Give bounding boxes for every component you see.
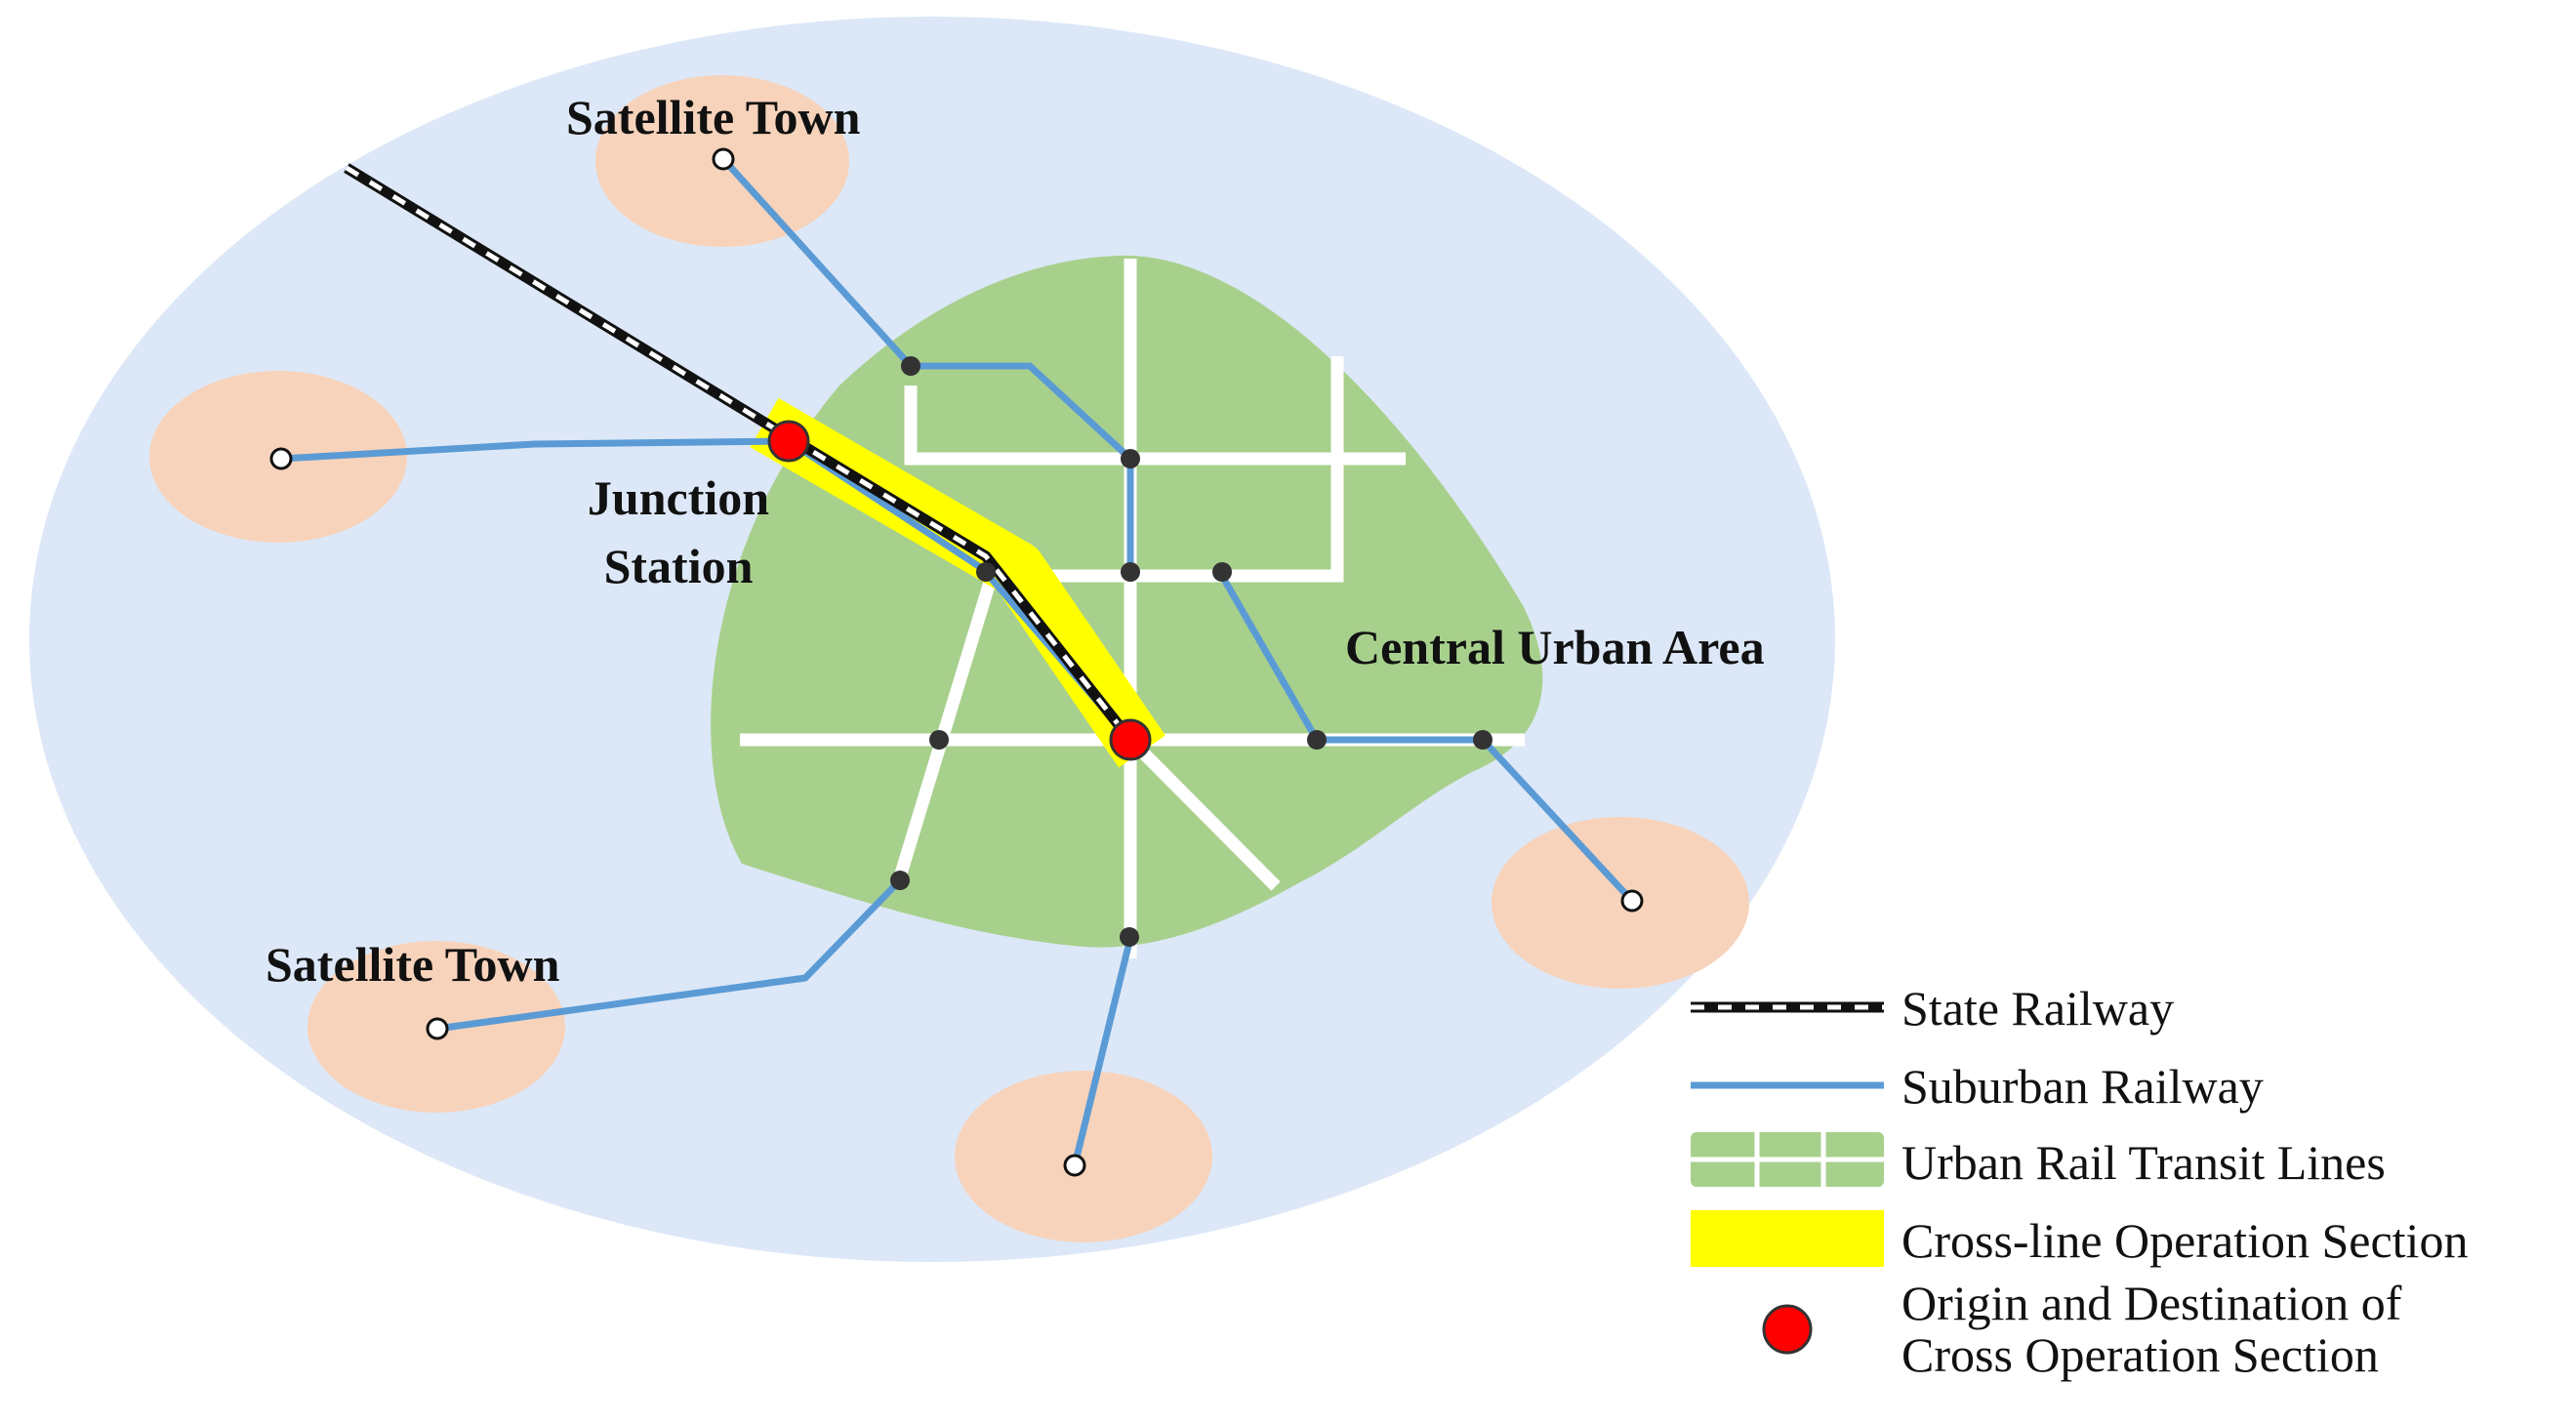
- transfer-node: [1307, 730, 1327, 750]
- transfer-node: [1121, 562, 1140, 582]
- transfer-node: [901, 356, 920, 376]
- terminal-stations: [269, 147, 1644, 1177]
- suburban-line-southwest: [433, 876, 904, 1033]
- satellite-zone-south: [955, 1071, 1212, 1242]
- transfer-node: [1212, 562, 1232, 582]
- central-station-od: [1109, 718, 1152, 761]
- label-junction: Junction: [588, 470, 769, 525]
- legend-od-label-line1: Origin and Destination of: [1901, 1276, 2402, 1330]
- transfer-nodes: [890, 356, 1492, 947]
- legend: State Railway Suburban Railway Urban Rai…: [1691, 981, 2468, 1382]
- label-central-urban-area: Central Urban Area: [1345, 620, 1765, 674]
- terminal-station: [1620, 889, 1644, 913]
- terminal-station: [426, 1017, 449, 1040]
- satellite-zone-southeast: [1492, 817, 1749, 989]
- terminal-station: [712, 147, 735, 171]
- legend-urban-rail-swatch: [1691, 1132, 1884, 1187]
- suburban-line-east: [1218, 572, 1636, 905]
- legend-cross-line-swatch: [1691, 1210, 1884, 1267]
- legend-cross-line-label: Cross-line Operation Section: [1901, 1213, 2468, 1268]
- transfer-node: [1120, 927, 1139, 947]
- transfer-node: [976, 562, 996, 582]
- junction-station-od: [767, 420, 810, 463]
- terminal-station: [1063, 1154, 1086, 1177]
- suburban-line-north: [719, 155, 1134, 580]
- legend-state-railway-label: State Railway: [1901, 981, 2174, 1036]
- transfer-node: [890, 871, 910, 890]
- legend-suburban-railway-label: Suburban Railway: [1901, 1059, 2264, 1114]
- legend-od-label-line2: Cross Operation Section: [1901, 1327, 2379, 1382]
- urban-line-2: [904, 386, 1406, 466]
- suburban-line-south: [1071, 938, 1133, 1169]
- transfer-node: [1121, 449, 1140, 468]
- legend-od-swatch: [1762, 1304, 1813, 1355]
- transfer-node: [929, 730, 949, 750]
- state-railway-dashes: [345, 165, 1132, 742]
- suburban-railways: [277, 155, 1636, 1169]
- urban-line-3: [1001, 356, 1344, 583]
- legend-urban-rail-label: Urban Rail Transit Lines: [1901, 1135, 2386, 1190]
- transfer-node: [1473, 730, 1492, 750]
- urban-line-5: [891, 574, 999, 885]
- label-station: Station: [604, 539, 754, 593]
- urban-rail-lines: [740, 259, 1525, 958]
- label-satellite-town-top: Satellite Town: [566, 90, 861, 144]
- urban-line-6: [1125, 735, 1281, 891]
- terminal-station: [269, 447, 293, 470]
- suburban-line-west: [277, 437, 793, 463]
- label-satellite-town-bottom: Satellite Town: [266, 937, 560, 992]
